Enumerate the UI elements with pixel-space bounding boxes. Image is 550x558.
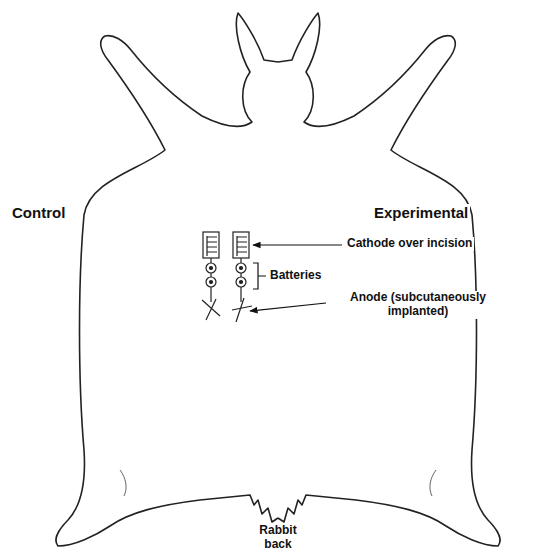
- battery-symbol: [236, 263, 246, 273]
- part-label: Batteries: [268, 269, 323, 283]
- rabbit-left-half: [56, 13, 278, 546]
- group-label: Control: [10, 204, 67, 221]
- battery-symbol: [206, 277, 216, 287]
- callout-leaders: [250, 245, 342, 311]
- battery-bracket: [253, 263, 266, 289]
- control-device: [202, 232, 220, 320]
- part-label: Anode (subcutaneously implanted): [330, 291, 506, 319]
- cathode-pad: [233, 232, 249, 258]
- part-label: Cathode over incision: [345, 237, 474, 251]
- cathode-grid: [237, 236, 247, 256]
- wire: [210, 258, 211, 302]
- cathode-grid: [207, 236, 217, 256]
- experimental-device: [232, 232, 252, 322]
- anode-electrode: [202, 299, 220, 320]
- rabbit-outline: [56, 13, 500, 546]
- figure-caption-label: Rabbit back: [248, 524, 308, 552]
- battery-terminal: [210, 281, 213, 284]
- battery-symbol: [236, 277, 246, 287]
- hip-mark: [120, 470, 126, 496]
- battery-terminal: [210, 267, 213, 270]
- cathode-pad: [203, 232, 219, 258]
- battery-terminal: [240, 281, 243, 284]
- hip-mark: [430, 470, 436, 496]
- leader-arrow: [253, 244, 342, 245]
- battery-terminal: [240, 267, 243, 270]
- anode-electrode: [232, 298, 252, 322]
- group-label: Experimental: [372, 204, 470, 221]
- wire: [240, 258, 241, 302]
- battery-symbol: [206, 263, 216, 273]
- leader-arrow: [250, 303, 326, 311]
